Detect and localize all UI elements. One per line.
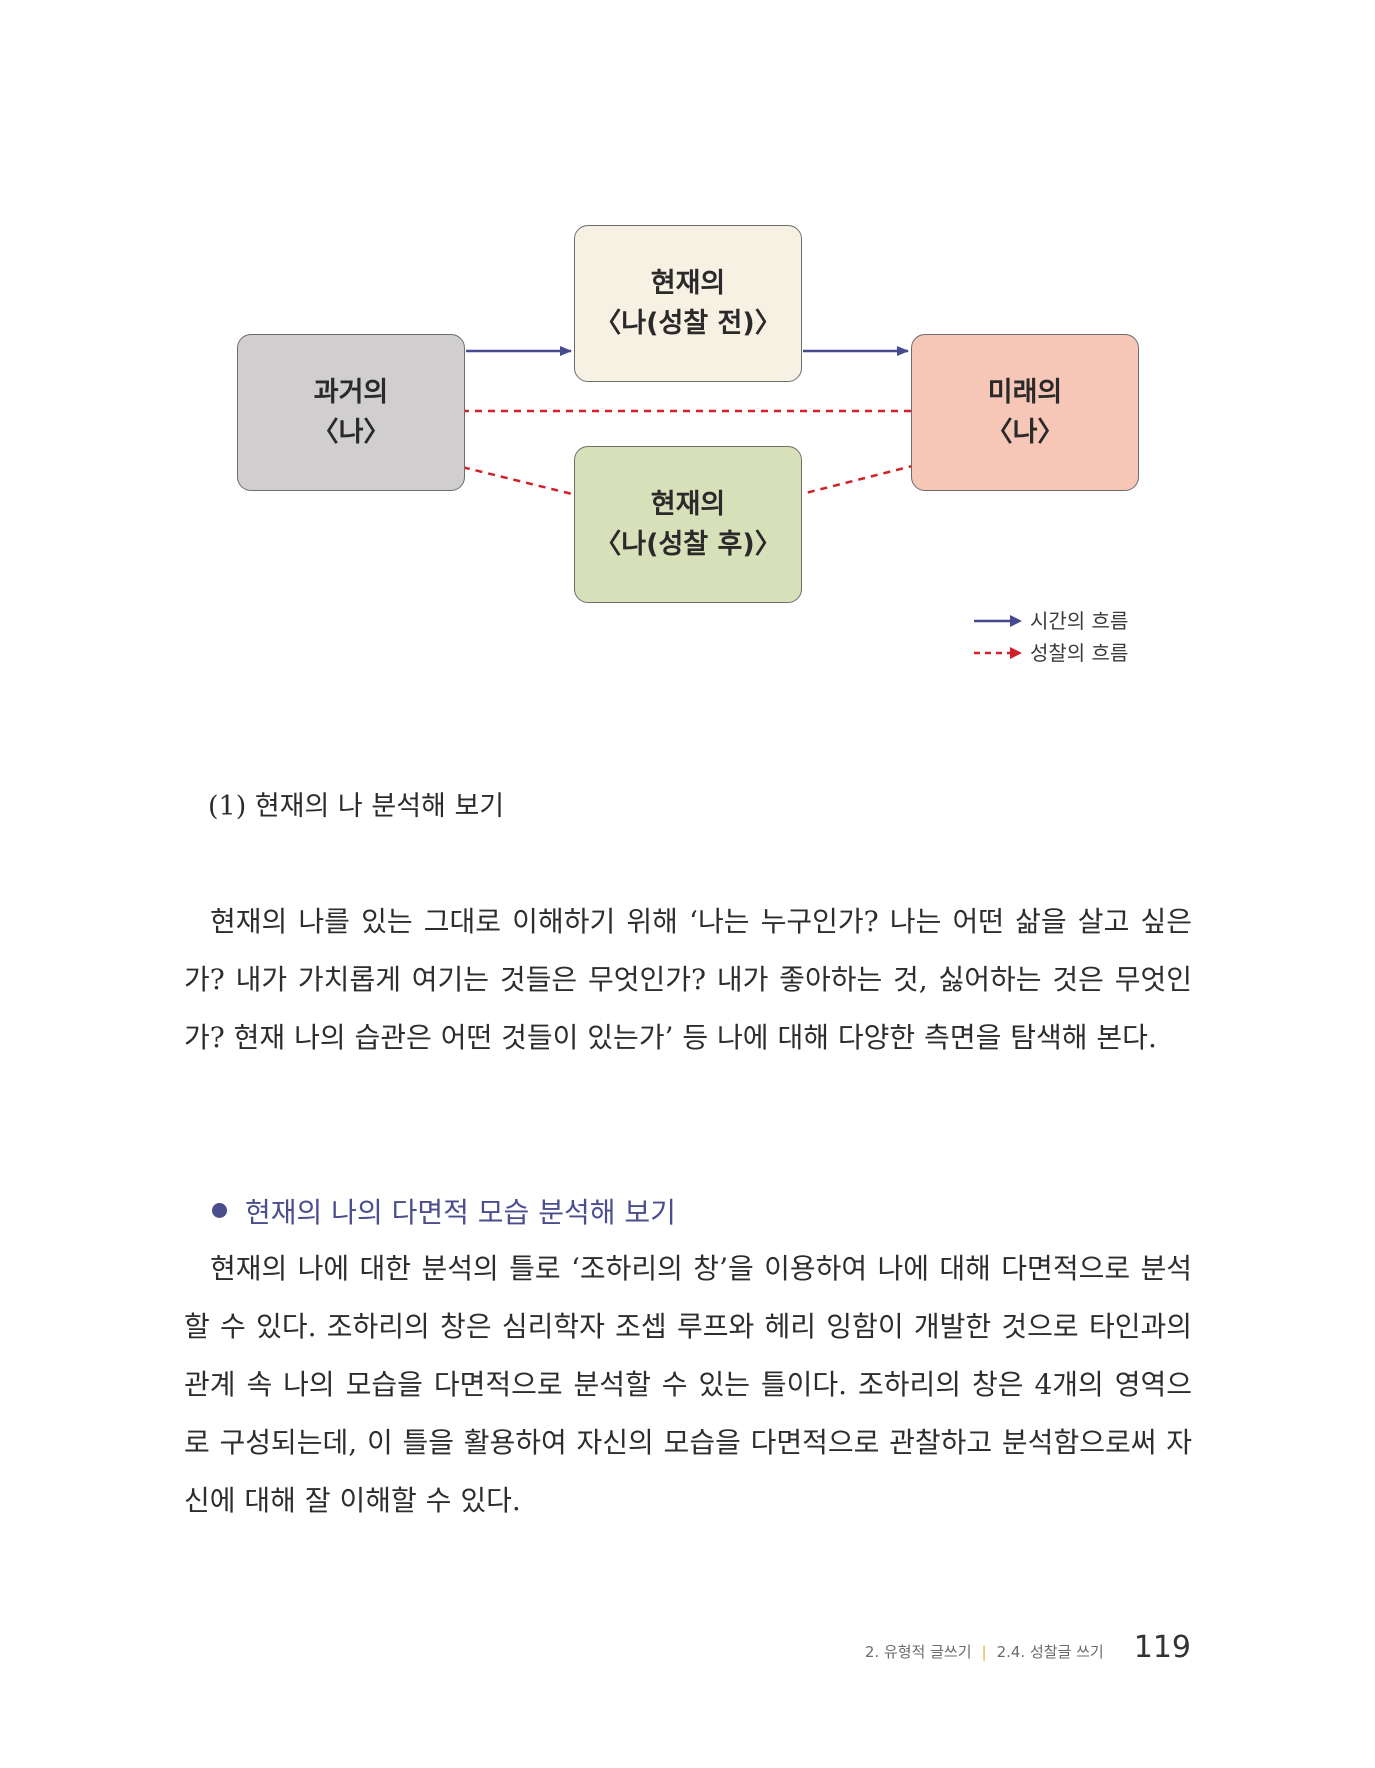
box-future-line1: 미래의 [987,376,1063,408]
box-past-line1: 과거의 [313,376,389,408]
dashed-arrow-icon [974,647,1022,659]
box-before-line1: 현재의 [650,267,726,299]
box-after-line1: 현재의 [650,488,726,520]
bullet-heading: 현재의 나의 다면적 모습 분석해 보기 [212,1193,676,1233]
legend-time-flow: 시간의 흐름 [972,605,1172,637]
footer-subsection: 2.4. 성찰글 쓰기 [996,1643,1104,1661]
section-title: (1) 현재의 나 분석해 보기 [208,791,505,822]
paragraph-johari-window: 현재의 나에 대한 분석의 틀로 ‘조하리의 창’을 이용하여 나에 대해 다면… [184,1252,1192,1517]
diagram-legend: 시간의 흐름 성찰의 흐름 [972,605,1172,669]
reflection-flow-diagram: 과거의 〈나〉 현재의 〈나(성찰 전)〉 현재의 〈나(성찰 후)〉 미래의 … [0,0,1375,700]
box-past-self: 과거의 〈나〉 [237,334,465,491]
page-number: 119 [1133,1630,1191,1665]
box-future-line2: 〈나〉 [985,416,1065,448]
footer-chapter: 2. 유형적 글쓰기 [864,1643,972,1661]
page-footer: 2. 유형적 글쓰기 | 2.4. 성찰글 쓰기 119 [865,1630,1191,1665]
solid-arrow-icon [974,615,1022,627]
box-present-after-reflection: 현재의 〈나(성찰 후)〉 [574,446,802,603]
box-before-line2: 〈나(성찰 전)〉 [594,307,782,339]
legend-time-flow-label: 시간의 흐름 [1030,609,1129,633]
box-future-self: 미래의 〈나〉 [911,334,1139,491]
paragraph-current-self: 현재의 나를 있는 그대로 이해하기 위해 ‘나는 누구인가? 나는 어떤 삶을… [184,905,1192,1054]
bullet-dot-icon [212,1203,227,1218]
box-past-line2: 〈나〉 [311,416,391,448]
legend-reflection-flow: 성찰의 흐름 [972,637,1172,669]
footer-separator: | [981,1643,987,1661]
legend-reflection-flow-label: 성찰의 흐름 [1030,641,1129,665]
box-after-line2: 〈나(성찰 후)〉 [594,528,782,560]
box-present-before-reflection: 현재의 〈나(성찰 전)〉 [574,225,802,382]
bullet-heading-text: 현재의 나의 다면적 모습 분석해 보기 [245,1196,676,1229]
